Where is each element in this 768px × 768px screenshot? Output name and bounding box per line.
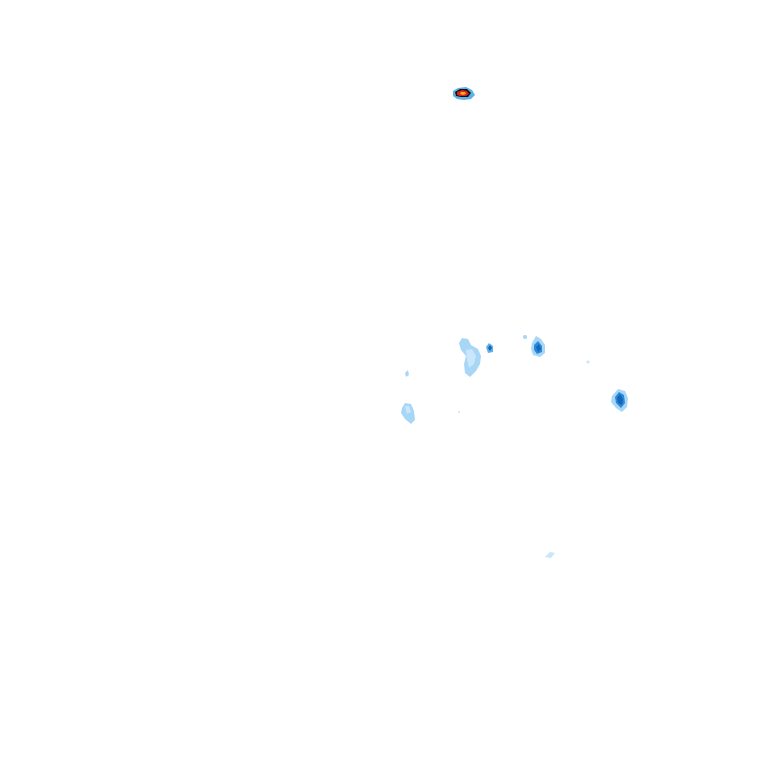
precip-cell-center-small [486, 343, 493, 353]
precip-cell-center-east [523, 335, 545, 357]
precip-cell-west [401, 370, 415, 424]
precip-cell-north-intense [453, 87, 475, 100]
precip-cell-center-light [459, 338, 481, 377]
precip-cell-south [545, 552, 555, 558]
precip-cell-east [611, 389, 628, 412]
precip-speck [458, 360, 590, 413]
